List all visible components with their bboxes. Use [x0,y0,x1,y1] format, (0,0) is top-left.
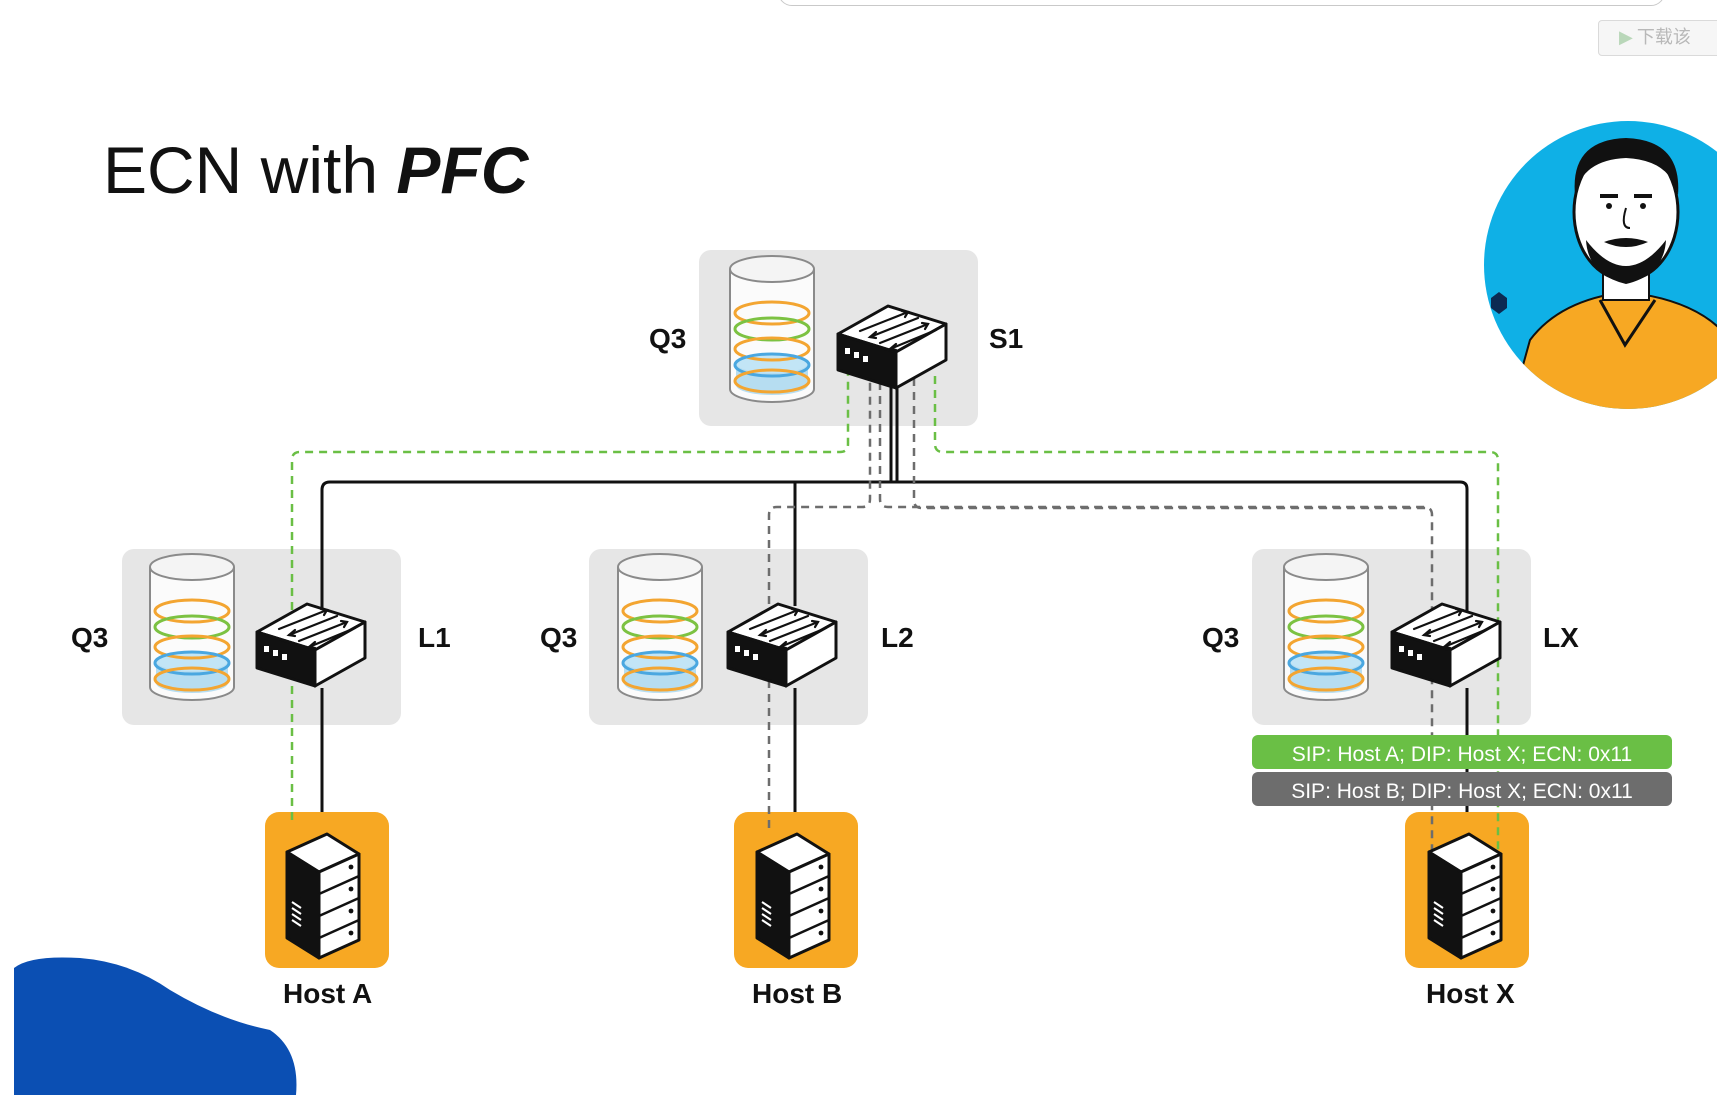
leafx-switch-label: LX [1543,622,1579,653]
play-icon: ▶ [1619,27,1633,48]
title-emphasis: PFC [396,133,529,207]
download-overlay-label: 下载该 [1636,27,1691,48]
host-b-label: Host B [752,978,842,1009]
leaf2-queue-icon [616,552,704,702]
leaf2-switch-label: L2 [881,622,914,653]
leaf1-queue-label: Q3 [71,622,108,653]
packet-header-host-b [1252,772,1672,806]
leaf1-switch-label: L1 [418,622,451,653]
link-s1-lx [889,376,1469,672]
packet-header-host-b-text: SIP: Host B; DIP: Host X; ECN: 0x11 [1291,780,1633,803]
host-a-label: Host A [283,978,372,1009]
spine-queue-label: Q3 [649,323,686,354]
physical-links [320,376,1469,812]
leaf2-queue-label: Q3 [540,622,577,653]
packet-header-host-a-text: SIP: Host A; DIP: Host X; ECN: 0x11 [1292,743,1632,766]
presenter-avatar [1484,121,1717,409]
leaf1-queue-icon [148,552,236,702]
host-a-server-icon [285,832,361,960]
host-x-server-icon [1427,832,1503,960]
spine-queue-icon [728,254,816,404]
link-s1-l1 [320,480,891,678]
flow-path-host-b [767,378,1434,850]
host-x-label: Host X [1426,978,1515,1009]
title-main: ECN with [103,133,397,207]
leafx-queue-label: Q3 [1202,622,1239,653]
leafx-queue-icon [1282,552,1370,702]
host-b-server-icon [755,832,831,960]
packet-header-host-a [1252,735,1672,769]
spine-switch-label: S1 [989,323,1023,354]
flow-path-host-a [290,370,1500,850]
download-overlay-button[interactable]: ▶下载该 [1598,20,1717,56]
slide-title: ECN with PFC [103,132,528,208]
corner-decoration [14,957,297,1095]
